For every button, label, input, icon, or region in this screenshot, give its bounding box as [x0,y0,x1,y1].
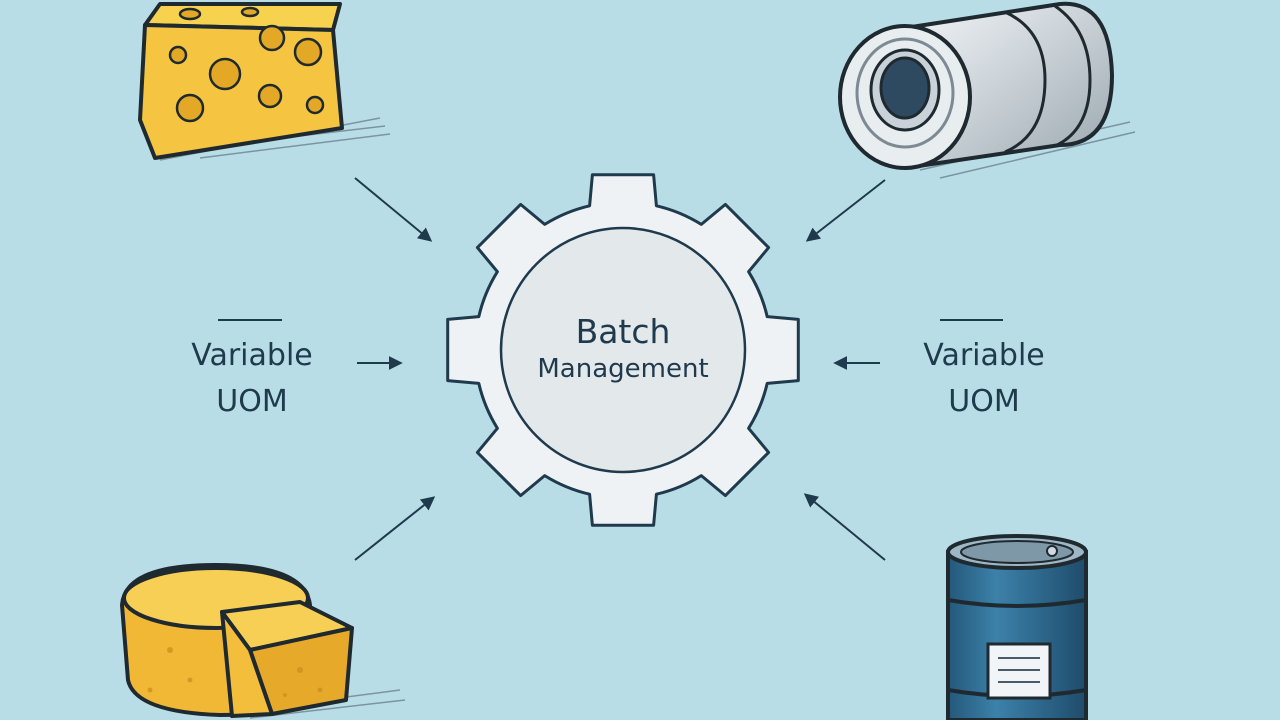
left-variable-uom-label: Variable UOM [172,333,332,425]
oil-drum-icon [946,534,1088,720]
arrow-from-steel-coil [805,179,886,242]
left-label-line1: Variable [191,338,313,373]
arrow-from-cheese-wheel [354,496,436,561]
center-label-line2: Management [537,354,709,384]
center-label: Batch Management [500,312,746,386]
right-variable-uom-label: Variable UOM [904,333,1064,425]
gear-icon [446,173,800,527]
flow-arrows [218,177,1003,561]
right-label-line2: UOM [948,384,1020,419]
center-label-line1: Batch [575,312,671,351]
arrow-from-oil-drum [803,493,886,561]
cheese-block-icon [138,2,391,161]
left-label-line2: UOM [216,384,288,419]
arrow-from-cheese-block [354,177,433,242]
cheese-wheel-icon [120,563,406,719]
right-label-line1: Variable [923,338,1045,373]
steel-coil-icon [838,1,1136,179]
